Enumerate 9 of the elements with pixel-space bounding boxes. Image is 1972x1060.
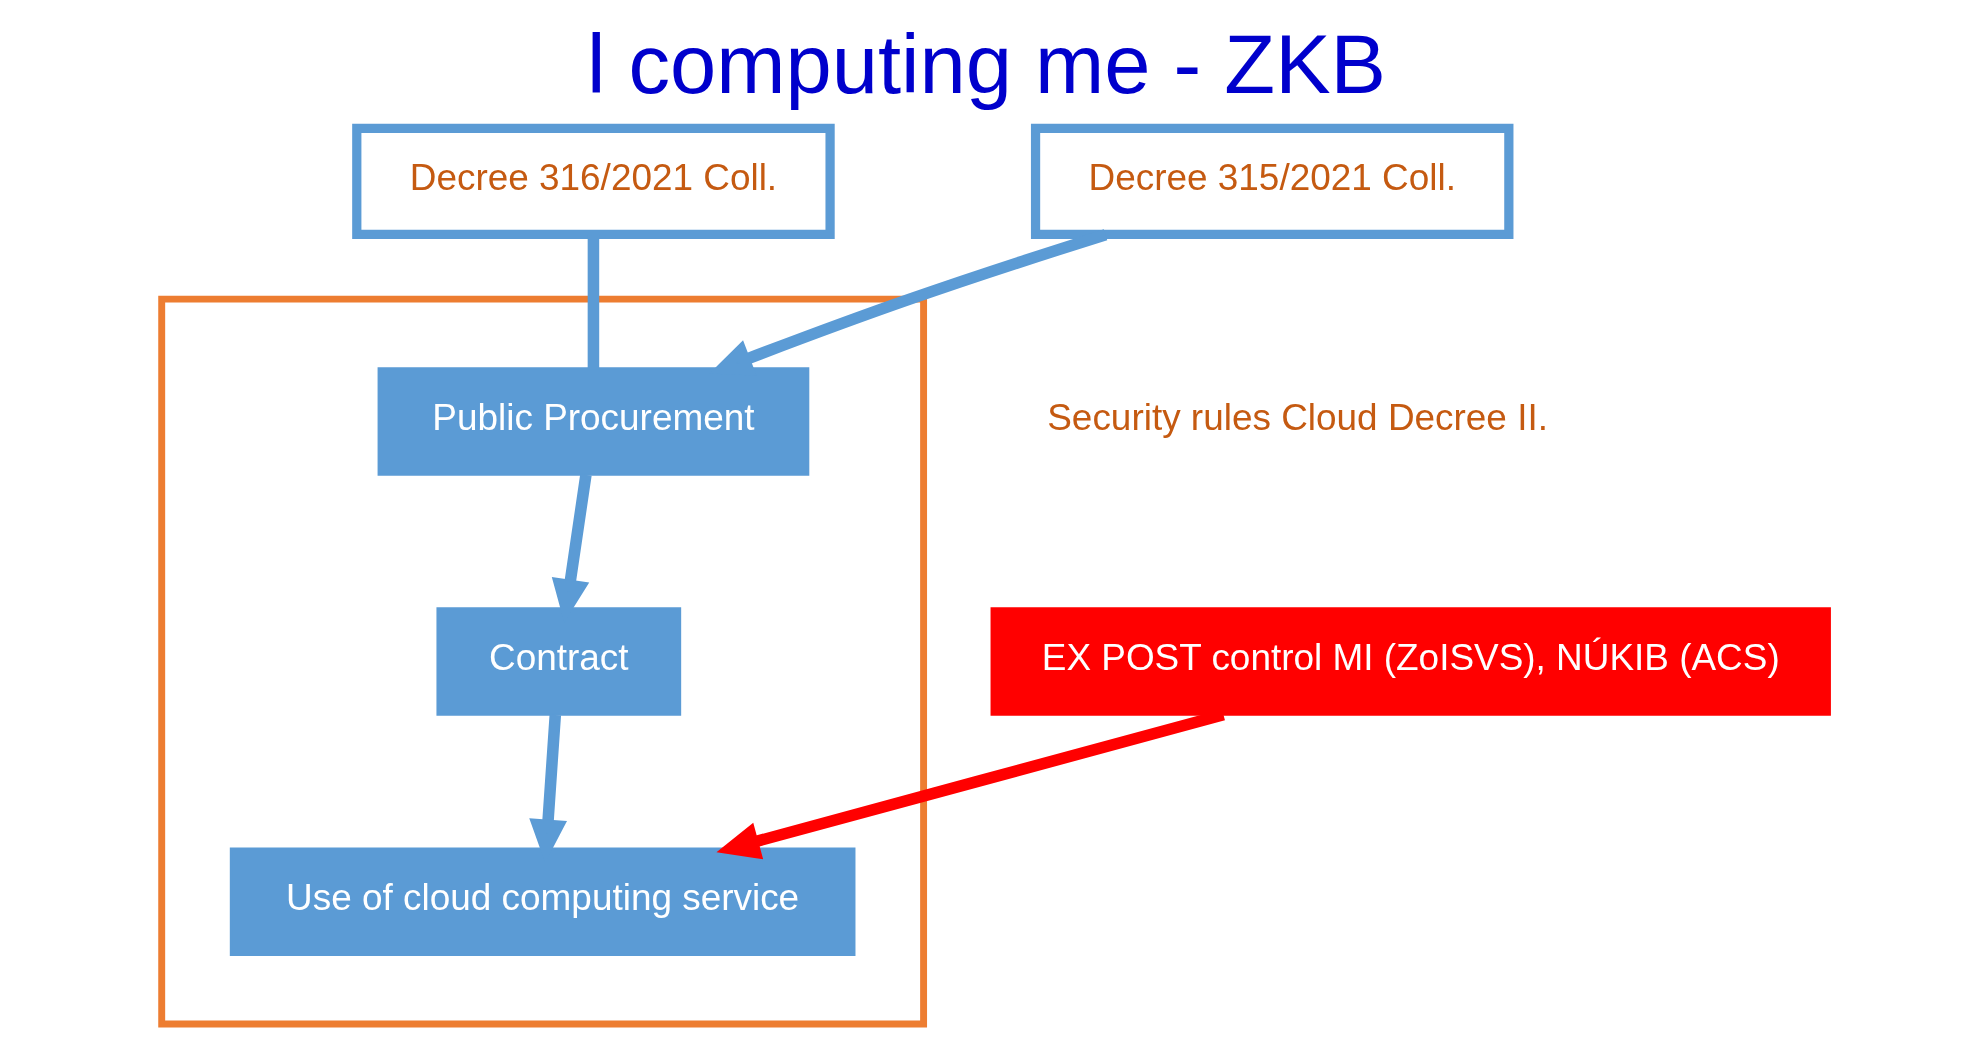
node-box: Public Procurement [377,367,809,476]
cluster [157,295,927,1028]
node-box: Contract [435,607,681,716]
node-box: Decree 316/2021 Coll. [351,123,835,240]
label: Security rules Cloud Decree II. [1046,397,1548,439]
node-box: Decree 315/2021 Coll. [1030,123,1513,240]
node-box: EX POST control MI (ZoISVS), NÚKIB (ACS) [990,607,1831,716]
diagram-title: l computing me - ZKB [586,18,1386,112]
node-box: Use of cloud computing service [229,847,855,956]
